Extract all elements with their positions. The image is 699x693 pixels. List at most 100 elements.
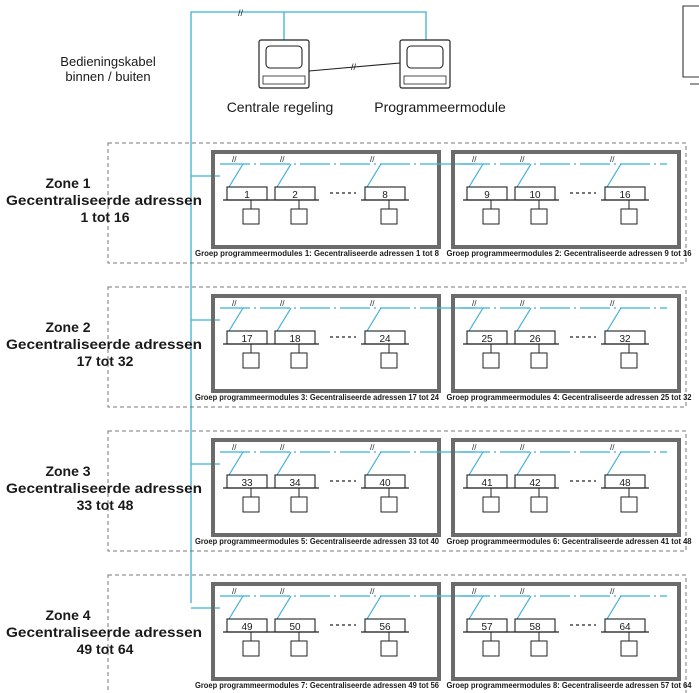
indoor-unit-address: 50 xyxy=(289,622,301,633)
indoor-unit-address: 56 xyxy=(379,622,391,633)
unit-drop-cable xyxy=(228,451,244,476)
zone-title: Zone 4 xyxy=(45,607,90,623)
indoor-unit-48: //48 xyxy=(601,443,649,513)
unit-drop-cable xyxy=(516,307,532,332)
module-group-2: Groep programmeermodules 2: Gecentralise… xyxy=(447,150,692,258)
indoor-unit-address: 58 xyxy=(529,622,541,633)
indoor-unit-address: 40 xyxy=(379,478,391,489)
indoor-unit-17: //17 xyxy=(223,299,271,369)
indoor-unit-address: 41 xyxy=(481,478,493,489)
unit-drop-cable xyxy=(366,307,382,332)
module-group-border xyxy=(451,150,681,249)
central-controller-icon xyxy=(258,39,310,89)
zone-boundary xyxy=(107,574,687,693)
indoor-unit-address: 24 xyxy=(379,334,391,345)
remote-controller-icon xyxy=(380,496,398,513)
remote-controller-icon xyxy=(620,208,638,225)
remote-controller-icon xyxy=(380,208,398,225)
remote-controller-icon xyxy=(482,640,500,657)
cable-break-mark: // xyxy=(232,443,237,452)
module-group-border xyxy=(211,294,441,393)
indoor-unit-58: //58 xyxy=(511,587,559,657)
programming-module-icon xyxy=(399,39,451,89)
module-group-1: Groep programmeermodules 1: Gecentralise… xyxy=(195,150,475,258)
indoor-unit-9: //9 xyxy=(463,155,511,225)
cable-break-mark: // xyxy=(370,443,375,452)
zone-subtitle: Gecentraliseerde adressen xyxy=(6,192,202,208)
module-group-4: Groep programmeermodules 4: Gecentralise… xyxy=(447,294,692,402)
remote-controller-icon xyxy=(530,496,548,513)
indoor-unit-address: 25 xyxy=(481,334,493,345)
module-group-border xyxy=(211,438,441,537)
cable-break-mark: // xyxy=(370,155,375,164)
indoor-unit-address: 2 xyxy=(292,190,298,201)
cable-break-mark: // xyxy=(472,299,477,308)
unit-drop-cable xyxy=(606,451,622,476)
indoor-unit-address: 42 xyxy=(529,478,541,489)
indoor-unit-26: //26 xyxy=(511,299,559,369)
indoor-unit-34: //34 xyxy=(271,443,319,513)
remote-controller-icon xyxy=(482,352,500,369)
cable-break-mark: // xyxy=(370,587,375,596)
zone-range: 17 tot 32 xyxy=(77,353,134,369)
indoor-unit-10: //10 xyxy=(511,155,559,225)
cable-break-mark: // xyxy=(472,443,477,452)
unit-drop-cable xyxy=(228,163,244,188)
cable-break-mark: // xyxy=(280,587,285,596)
unit-drop-cable xyxy=(606,595,622,620)
unit-drop-cable xyxy=(228,307,244,332)
unit-drop-cable xyxy=(468,451,484,476)
indoor-unit-address: 1 xyxy=(244,190,250,201)
module-group-border xyxy=(211,150,441,249)
cable-break-mark: // xyxy=(610,587,615,596)
indoor-unit-address: 64 xyxy=(619,622,631,633)
module-group-caption: Groep programmeermodules 3: Gecentralise… xyxy=(195,392,439,402)
indoor-unit-56: // 56 xyxy=(361,587,409,657)
remote-controller-icon xyxy=(620,640,638,657)
main-control-cable: // xyxy=(190,8,427,603)
unit-drop-cable xyxy=(276,595,292,620)
indoor-unit-address: 16 xyxy=(619,190,631,201)
controller-link-line xyxy=(308,62,401,72)
unit-drop-cable xyxy=(468,163,484,188)
indoor-unit-address: 17 xyxy=(241,334,253,345)
module-group-border xyxy=(211,582,441,681)
unit-drop-cable xyxy=(516,595,532,620)
unit-drop-cable xyxy=(366,451,382,476)
zone-title: Zone 3 xyxy=(45,463,90,479)
module-group-6: Groep programmeermodules 6: Gecentralise… xyxy=(447,438,692,546)
remote-controller-icon xyxy=(242,496,260,513)
unit-drop-cable xyxy=(606,307,622,332)
indoor-unit-41: // 41 xyxy=(463,443,511,513)
cable-break-mark: // xyxy=(238,8,244,18)
indoor-unit-address: 18 xyxy=(289,334,301,345)
cable-break-mark: // xyxy=(280,299,285,308)
indoor-unit-16: //16 xyxy=(601,155,649,225)
indoor-unit-address: 49 xyxy=(241,622,253,633)
unit-drop-cable xyxy=(276,307,292,332)
indoor-unit-address: 32 xyxy=(619,334,631,345)
cable-break-mark: // xyxy=(232,155,237,164)
module-group-caption: Groep programmeermodules 1: Gecentralise… xyxy=(195,248,439,258)
remote-controller-icon xyxy=(530,208,548,225)
remote-controller-icon xyxy=(482,496,500,513)
cable-break-mark: // xyxy=(232,587,237,596)
unit-drop-cable xyxy=(468,595,484,620)
module-group-caption: Groep programmeermodules 7: Gecentralise… xyxy=(195,680,439,690)
indoor-unit-64: // 64 xyxy=(601,587,649,657)
zone-subtitle: Gecentraliseerde adressen xyxy=(6,624,202,640)
remote-controller-icon xyxy=(290,352,308,369)
indoor-unit-24: //24 xyxy=(361,299,409,369)
cable-break-mark: // xyxy=(520,155,525,164)
cable-break-mark: // xyxy=(610,299,615,308)
remote-controller-icon xyxy=(242,208,260,225)
module-group-8: Groep programmeermodules 8: Gecentralise… xyxy=(447,582,692,690)
indoor-unit-address: 57 xyxy=(481,622,493,633)
unit-drop-cable xyxy=(366,595,382,620)
remote-controller-icon xyxy=(242,640,260,657)
zone-subtitle: Gecentraliseerde adressen xyxy=(6,480,202,496)
module-group-caption: Groep programmeermodules 6: Gecentralise… xyxy=(447,536,692,546)
zone-boundary xyxy=(107,142,687,264)
